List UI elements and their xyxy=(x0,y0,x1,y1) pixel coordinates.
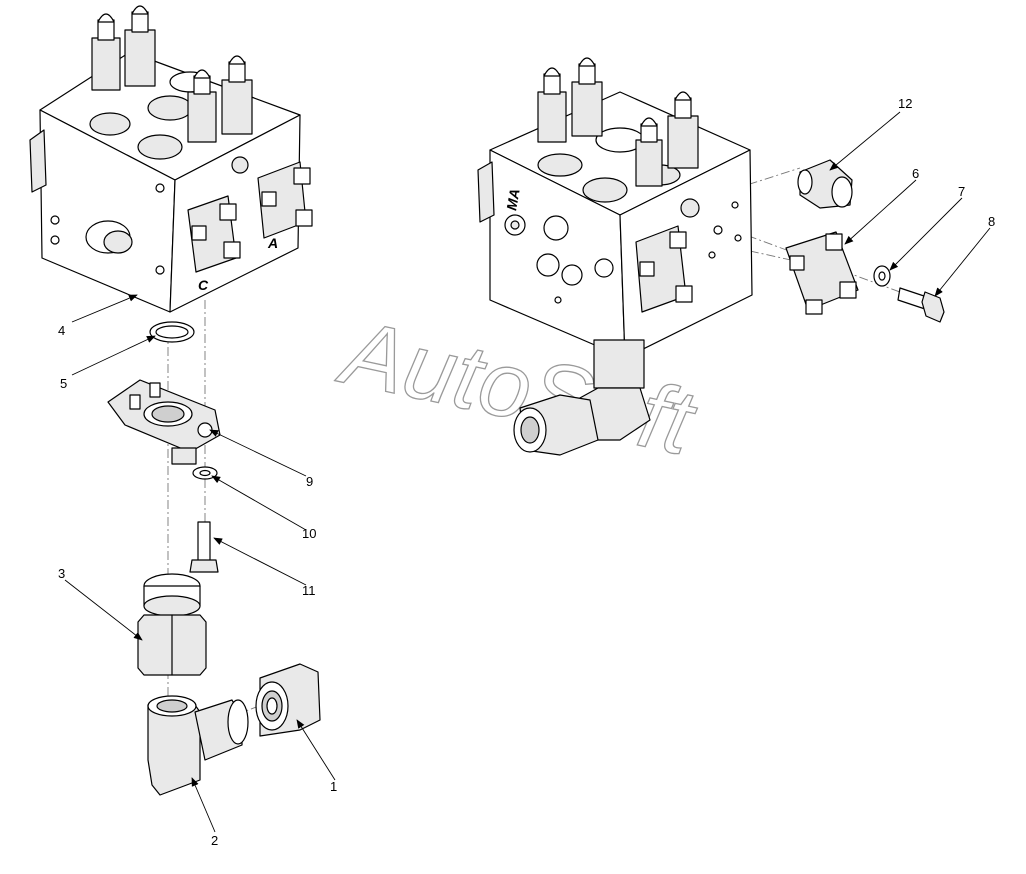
callout-6: 6 xyxy=(912,166,919,181)
valve-block-right: MA xyxy=(477,57,753,456)
callout-11: 11 xyxy=(302,583,316,598)
washer-7 xyxy=(873,265,891,287)
adapter-1 xyxy=(255,663,321,737)
bolt-8 xyxy=(897,287,945,323)
washer-10 xyxy=(192,466,218,480)
callout-3: 3 xyxy=(58,566,65,581)
callout-2: 2 xyxy=(211,833,218,848)
valve-block-left: C A xyxy=(29,5,313,313)
callout-7: 7 xyxy=(958,184,965,199)
flange-6 xyxy=(785,231,859,315)
callout-1: 1 xyxy=(330,779,337,794)
callout-4: 4 xyxy=(58,323,65,338)
fitting-3 xyxy=(137,573,207,676)
port-label-a: A xyxy=(267,235,278,251)
flange-port-c xyxy=(187,195,241,273)
port-label-c: C xyxy=(198,277,209,293)
callout-labels: 1 2 3 4 5 6 7 8 9 10 11 12 xyxy=(58,96,995,848)
callout-8: 8 xyxy=(988,214,995,229)
port-label-ma: MA xyxy=(503,187,523,211)
elbow-fitting-2 xyxy=(147,695,249,796)
callout-10: 10 xyxy=(302,526,316,541)
flange-clamp-9 xyxy=(107,379,221,465)
o-ring-5 xyxy=(149,321,195,343)
cartridge-valves-left xyxy=(91,5,253,143)
leader-lines xyxy=(64,111,991,833)
cartridge-valves-right xyxy=(537,57,699,187)
bolt-11 xyxy=(189,521,219,573)
callout-9: 9 xyxy=(306,474,313,489)
callout-12: 12 xyxy=(898,96,912,111)
flange-port-a xyxy=(257,161,313,239)
adapter-12 xyxy=(797,159,853,209)
callout-5: 5 xyxy=(60,376,67,391)
